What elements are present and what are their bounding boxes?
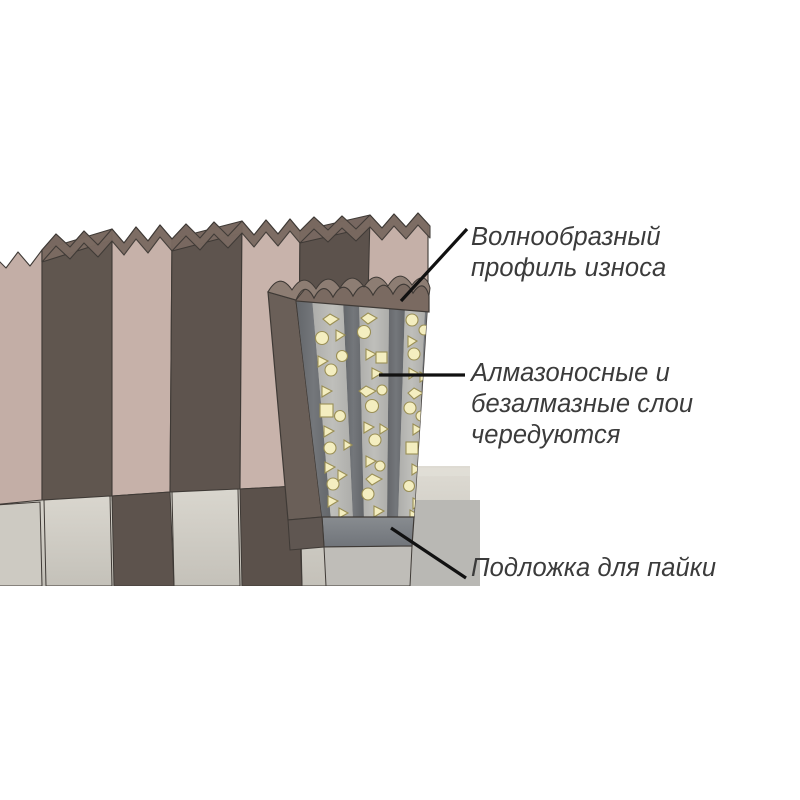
leader-lines xyxy=(379,227,469,580)
segment-body xyxy=(41,228,113,501)
label-brazing-substrate: Подложка для пайки xyxy=(471,554,717,582)
blade-under-cut-segment xyxy=(323,545,413,586)
segment-body xyxy=(111,224,173,497)
layer-non-diamond xyxy=(343,300,364,517)
wavy-top-back xyxy=(267,275,431,301)
label-wavy-wear-profile: Волнообразный профиль износа xyxy=(471,223,667,282)
brazing-substrate xyxy=(321,516,415,548)
layer-non-diamond xyxy=(296,300,331,517)
segment-skirts xyxy=(111,485,303,586)
segment-body xyxy=(169,220,243,493)
label-alternating-layers: Алмазоносные и безалмазные слои чередуют… xyxy=(471,359,694,449)
brazing-substrate-side xyxy=(287,516,325,551)
leader-line-wave xyxy=(399,227,469,303)
layer-non-diamond xyxy=(387,305,405,517)
leader-line-braze xyxy=(390,526,467,580)
wave-ridge-strip xyxy=(41,212,431,263)
segment-body xyxy=(0,249,43,505)
drawing-frame xyxy=(0,212,480,586)
